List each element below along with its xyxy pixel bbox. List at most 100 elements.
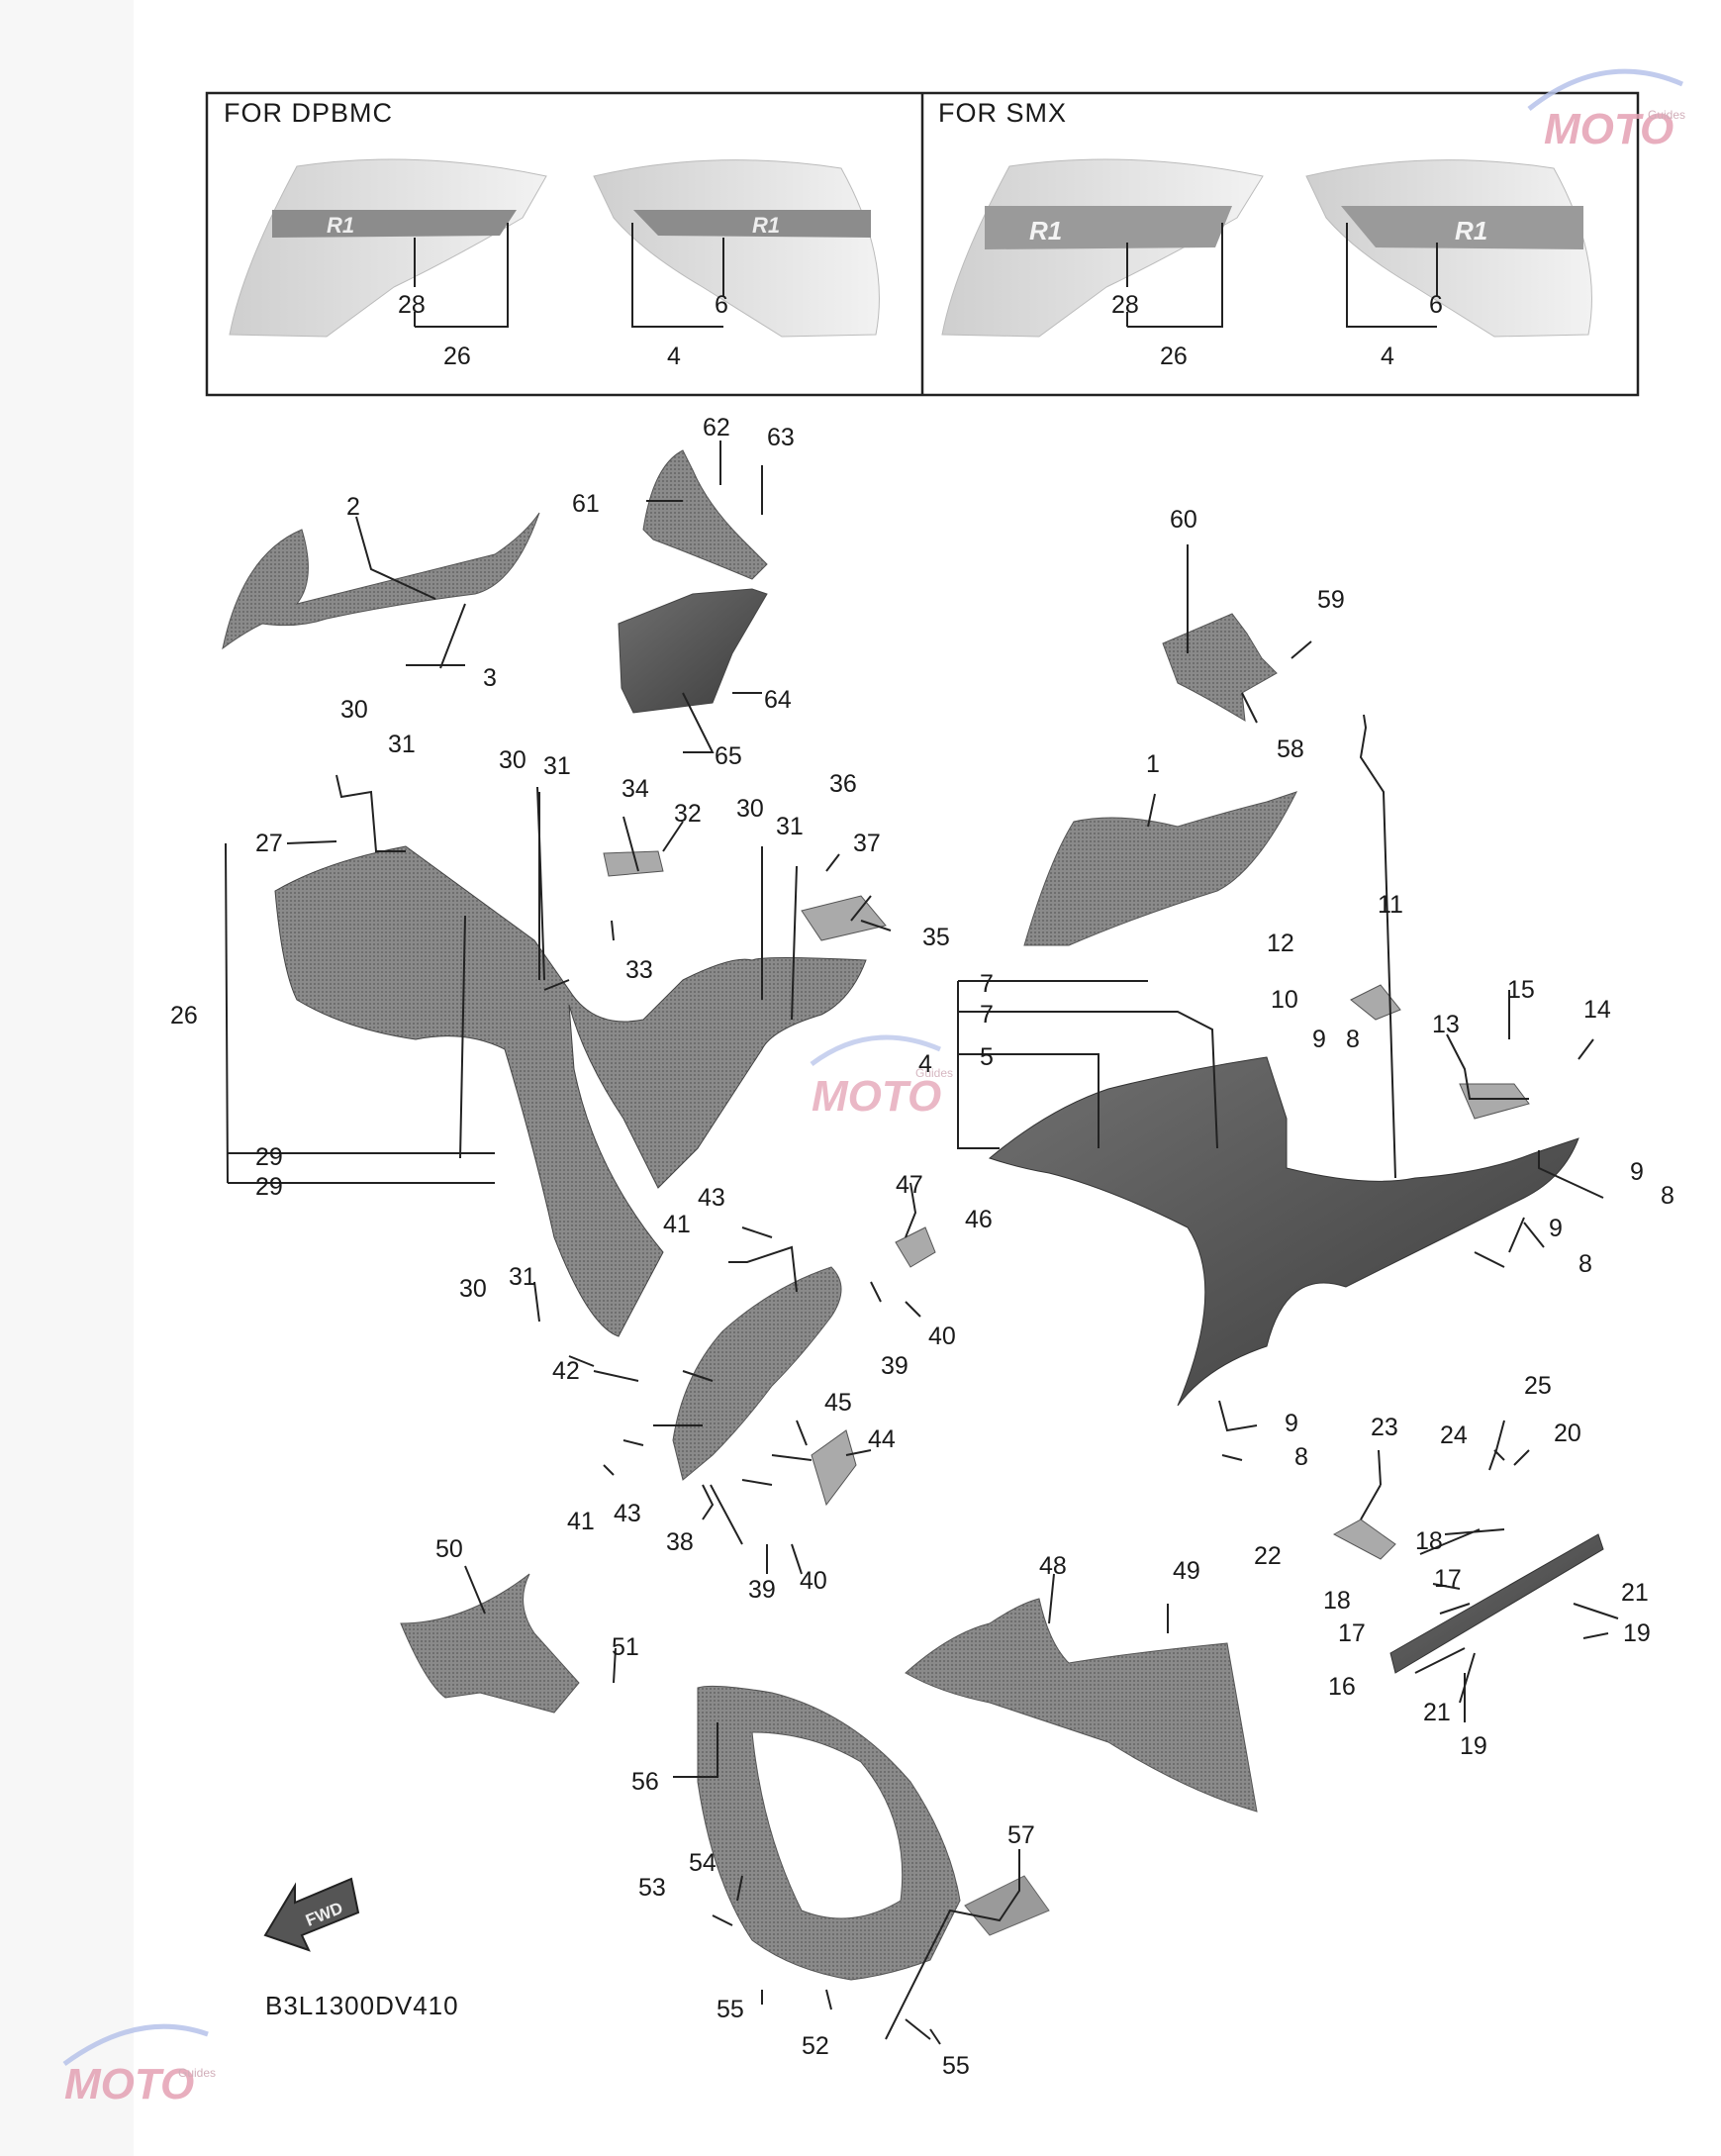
callout-9: 9 bbox=[1285, 1410, 1298, 1437]
callout-31: 31 bbox=[776, 813, 804, 840]
callout-52: 52 bbox=[802, 2032, 829, 2060]
callout-48: 48 bbox=[1039, 1552, 1067, 1580]
callout-31: 31 bbox=[388, 731, 416, 758]
inset-left-header: FOR DPBMC bbox=[224, 98, 393, 128]
callout-7: 7 bbox=[980, 970, 994, 998]
callout-38: 38 bbox=[666, 1528, 694, 1556]
callout-28: 28 bbox=[398, 291, 426, 319]
part-1-side-panel bbox=[1023, 791, 1297, 946]
callout-4: 4 bbox=[1381, 343, 1394, 370]
callout-22: 22 bbox=[1254, 1542, 1282, 1570]
callout-27: 27 bbox=[255, 830, 283, 857]
callout-56: 56 bbox=[631, 1768, 659, 1796]
svg-text:Guides: Guides bbox=[915, 1066, 953, 1080]
callout-50: 50 bbox=[435, 1535, 463, 1563]
callout-10: 10 bbox=[1271, 986, 1298, 1014]
inset-panel-dpbmc-right: R1 bbox=[593, 159, 880, 338]
callout-11: 11 bbox=[1378, 891, 1403, 919]
callout-6: 6 bbox=[715, 291, 728, 319]
callout-55: 55 bbox=[942, 2052, 970, 2080]
watermark-logo-bottom-left: MOTO Guides bbox=[62, 2023, 216, 2108]
svg-text:MOTO: MOTO bbox=[812, 1072, 941, 1121]
callout-61: 61 bbox=[572, 490, 600, 518]
callout-8: 8 bbox=[1294, 1443, 1308, 1471]
callout-17: 17 bbox=[1338, 1619, 1366, 1647]
callout-21: 21 bbox=[1423, 1699, 1451, 1726]
part-38-inner-panel bbox=[672, 1266, 842, 1481]
callout-46: 46 bbox=[965, 1206, 993, 1233]
svg-text:R1: R1 bbox=[1455, 216, 1487, 245]
callout-32: 32 bbox=[674, 800, 702, 828]
callout-9: 9 bbox=[1549, 1215, 1563, 1242]
part-44-bracket bbox=[811, 1429, 857, 1507]
part-26-left-fairing bbox=[274, 845, 867, 1337]
part-35-bracket bbox=[603, 850, 887, 941]
callout-53: 53 bbox=[638, 1874, 666, 1902]
callout-23: 23 bbox=[1371, 1414, 1398, 1441]
callout-47: 47 bbox=[896, 1171, 923, 1199]
part-61-bracket bbox=[642, 449, 768, 580]
callout-44: 44 bbox=[868, 1425, 896, 1453]
part-2-upper-cowl bbox=[222, 512, 540, 650]
callout-9: 9 bbox=[1312, 1026, 1326, 1053]
callout-26: 26 bbox=[170, 1002, 198, 1029]
callout-31: 31 bbox=[509, 1263, 536, 1291]
callout-9: 9 bbox=[1630, 1158, 1644, 1186]
callout-43: 43 bbox=[614, 1500, 641, 1527]
callout-54: 54 bbox=[689, 1849, 717, 1877]
callout-20: 20 bbox=[1554, 1420, 1581, 1447]
callout-33: 33 bbox=[625, 956, 653, 984]
callout-labels: 28 26 6 4 28 26 6 4 62 63 61 2 3 64 65 6… bbox=[170, 291, 1674, 2080]
callout-58: 58 bbox=[1277, 735, 1304, 763]
callout-5: 5 bbox=[980, 1043, 994, 1071]
callout-57: 57 bbox=[1007, 1821, 1035, 1849]
callout-39: 39 bbox=[881, 1352, 908, 1380]
callout-34: 34 bbox=[621, 775, 649, 803]
watermark-logo-middle: MOTO Guides bbox=[810, 1034, 953, 1121]
callout-16: 16 bbox=[1328, 1673, 1356, 1701]
callout-41: 41 bbox=[567, 1508, 595, 1535]
callout-30: 30 bbox=[736, 795, 764, 823]
callout-25: 25 bbox=[1524, 1372, 1552, 1400]
callout-19: 19 bbox=[1460, 1732, 1487, 1760]
callout-14: 14 bbox=[1583, 996, 1611, 1024]
callout-29: 29 bbox=[255, 1143, 283, 1171]
callout-17: 17 bbox=[1434, 1565, 1462, 1593]
callout-4: 4 bbox=[667, 343, 681, 370]
part-64-duct bbox=[618, 588, 768, 714]
callout-45: 45 bbox=[824, 1389, 852, 1417]
callout-24: 24 bbox=[1440, 1421, 1468, 1449]
callout-19: 19 bbox=[1623, 1619, 1651, 1647]
callout-21: 21 bbox=[1621, 1579, 1649, 1607]
inset-right-header: FOR SMX bbox=[938, 98, 1067, 128]
svg-text:R1: R1 bbox=[327, 213, 354, 238]
callout-30: 30 bbox=[499, 746, 526, 774]
callout-59: 59 bbox=[1317, 586, 1345, 614]
leader-lines bbox=[225, 441, 1619, 2045]
callout-6: 6 bbox=[1429, 291, 1443, 319]
callout-42: 42 bbox=[552, 1357, 580, 1385]
callout-3: 3 bbox=[483, 664, 497, 692]
callout-1: 1 bbox=[1146, 750, 1160, 778]
callout-36: 36 bbox=[829, 770, 857, 798]
diagram-code: B3L1300DV410 bbox=[265, 1991, 459, 2020]
callout-40: 40 bbox=[928, 1323, 956, 1350]
callout-8: 8 bbox=[1578, 1250, 1592, 1278]
callout-7: 7 bbox=[980, 1001, 994, 1029]
callout-2: 2 bbox=[346, 493, 360, 521]
callout-26: 26 bbox=[443, 343, 471, 370]
callout-4: 4 bbox=[918, 1050, 932, 1078]
callout-40: 40 bbox=[800, 1567, 827, 1595]
inset-box: FOR DPBMC FOR SMX R1 R1 R1 R1 bbox=[205, 91, 1640, 397]
svg-text:R1: R1 bbox=[752, 213, 780, 238]
callout-37: 37 bbox=[853, 830, 881, 857]
inset-panel-dpbmc-left: R1 bbox=[229, 158, 547, 338]
callout-30: 30 bbox=[340, 696, 368, 724]
watermark-logo-top-right: MOTO Guides bbox=[1527, 68, 1685, 153]
svg-text:Guides: Guides bbox=[178, 2066, 216, 2080]
callout-41: 41 bbox=[663, 1211, 691, 1238]
part-16-rail bbox=[1389, 1533, 1604, 1674]
callout-39: 39 bbox=[748, 1576, 776, 1604]
svg-text:R1: R1 bbox=[1029, 216, 1062, 245]
